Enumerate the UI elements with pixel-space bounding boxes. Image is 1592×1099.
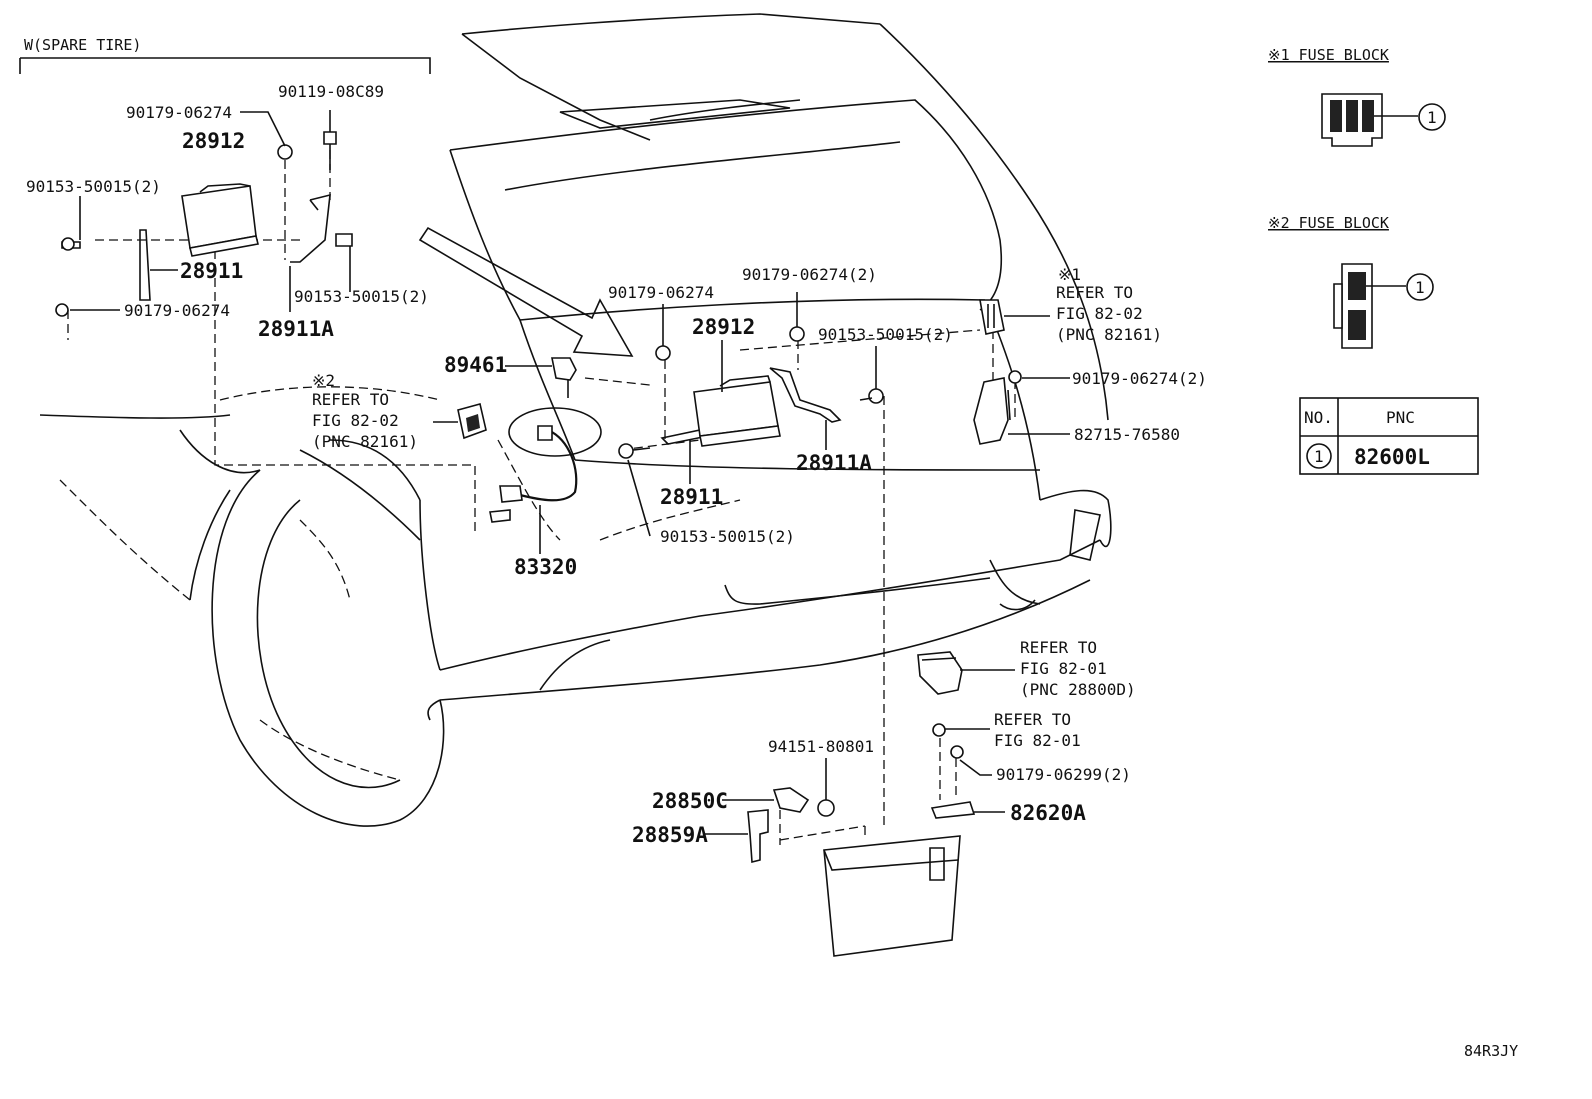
pnc-table-header-no: NO.	[1304, 408, 1333, 427]
refer1-line3: (PNC 82161)	[1056, 325, 1162, 344]
fuse-block-2-callout: 1	[1415, 278, 1425, 297]
spare-tire-parts	[55, 131, 353, 317]
label-90119-08c89: 90119-08C89	[278, 82, 384, 101]
refer2-mark: ※2	[312, 371, 335, 390]
label-90153-50015-a: 90153-50015(2)	[26, 177, 161, 196]
spare-tire-header: W(SPARE TIRE)	[24, 36, 141, 54]
label-89461: 89461	[444, 353, 507, 377]
label-90153-50015-b: 90153-50015(2)	[294, 287, 429, 306]
fuse-block-1-panel: ※1 FUSE BLOCK 1	[1268, 46, 1446, 147]
refer1-line1: REFER TO	[1056, 283, 1133, 302]
pnc-table-header-pnc: PNC	[1386, 408, 1415, 427]
fuse-block-1-callout-circle	[1418, 103, 1446, 131]
refer1-line2: FIG 82-02	[1056, 304, 1143, 323]
refer2-line2: FIG 82-02	[312, 411, 399, 430]
refer-8201-line1: REFER TO	[994, 710, 1071, 729]
refer-28800-line1: REFER TO	[1020, 638, 1097, 657]
label-94151-80801: 94151-80801	[768, 737, 874, 756]
label-82715-76580: 82715-76580	[1074, 425, 1180, 444]
fuse-block-2-title: ※2 FUSE BLOCK	[1268, 214, 1389, 232]
label-28912-spare: 28912	[182, 129, 245, 153]
label-90153-50015-d: 90153-50015(2)	[660, 527, 795, 546]
pnc-table: NO. PNC 1 82600L	[1299, 397, 1479, 475]
fuse-block-1-callout: 1	[1427, 108, 1437, 127]
fuse-block-2-callout-circle	[1406, 273, 1434, 301]
label-90153-50015-c: 90153-50015(2)	[818, 325, 953, 344]
pnc-table-row-pnc: 82600L	[1354, 445, 1430, 469]
label-28850c: 28850C	[652, 789, 728, 813]
label-83320: 83320	[514, 555, 577, 579]
refer-8201-line2: FIG 82-01	[994, 731, 1081, 750]
refer2-line3: (PNC 82161)	[312, 432, 418, 451]
label-28912-main: 28912	[692, 315, 755, 339]
main-parts	[457, 299, 1022, 957]
label-28911-spare: 28911	[180, 259, 243, 283]
label-28859a: 28859A	[632, 823, 708, 847]
fuse-block-2-panel: ※2 FUSE BLOCK 1	[1268, 214, 1434, 349]
pnc-table-row-no: 1	[1314, 447, 1324, 466]
fuse-block-1-title: ※1 FUSE BLOCK	[1268, 46, 1389, 64]
label-90179-06274-d: 90179-06274(2)	[742, 265, 877, 284]
refer2-line1: REFER TO	[312, 390, 389, 409]
figure-code: 84R3JY	[1464, 1042, 1518, 1060]
label-82620a: 82620A	[1010, 801, 1086, 825]
label-90179-06274-b: 90179-06274	[124, 301, 230, 320]
refer-28800-line2: FIG 82-01	[1020, 659, 1107, 678]
direction-arrow	[418, 226, 634, 357]
hidden-lines	[67, 150, 1016, 845]
label-90179-06274-e: 90179-06274(2)	[1072, 369, 1207, 388]
label-90179-06274-c: 90179-06274	[608, 283, 714, 302]
rear-wheel	[59, 386, 445, 827]
refer-28800-line3: (PNC 28800D)	[1020, 680, 1136, 699]
leader-lines	[19, 57, 1070, 835]
label-90179-06299: 90179-06299(2)	[996, 765, 1131, 784]
label-28911-main: 28911	[660, 485, 723, 509]
label-28911a-main: 28911A	[796, 451, 872, 475]
label-28911a-spare: 28911A	[258, 317, 334, 341]
refer1-mark: ※1	[1058, 265, 1081, 284]
label-90179-06274-a: 90179-06274	[126, 103, 232, 122]
